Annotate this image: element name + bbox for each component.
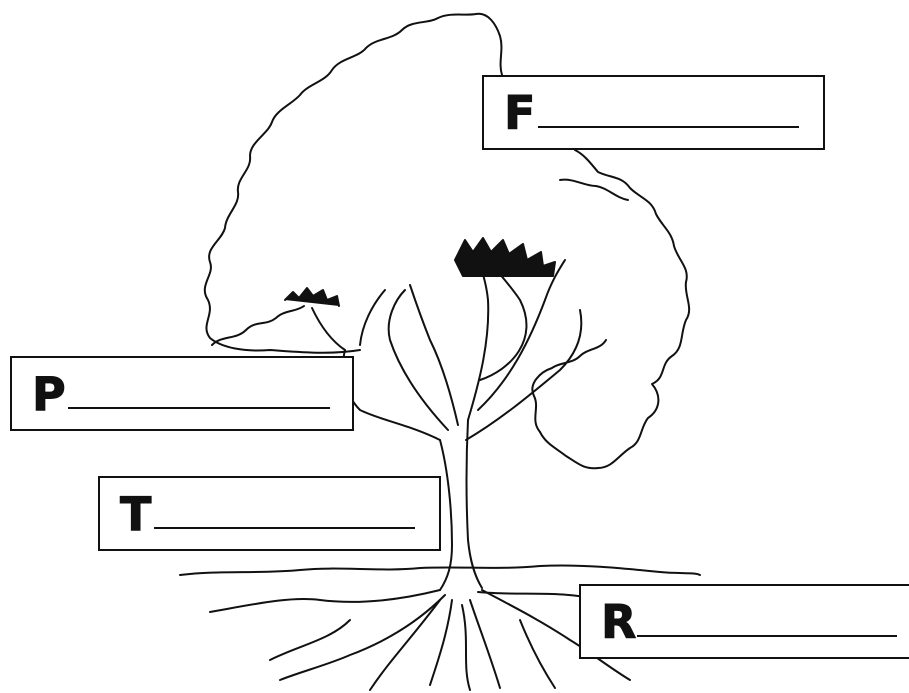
branch-left-2 xyxy=(387,289,449,431)
trunk-right xyxy=(465,419,483,589)
root-9 xyxy=(269,619,351,661)
branch-right-2 xyxy=(477,259,566,411)
answer-line-f[interactable] xyxy=(538,126,799,128)
branch-right xyxy=(465,309,583,441)
foliage-left-lobe xyxy=(211,305,305,346)
trunk-left xyxy=(439,439,453,591)
label-box-foliage: F xyxy=(482,75,825,150)
root-4 xyxy=(469,599,501,689)
root-1 xyxy=(209,589,441,613)
label-box-trunk: T xyxy=(98,476,441,551)
ground-line xyxy=(179,564,701,576)
root-10 xyxy=(519,619,556,689)
answer-line-r[interactable] xyxy=(637,635,897,637)
label-box-branches: P xyxy=(10,356,354,431)
foliage-outline xyxy=(203,12,503,354)
tuft-center xyxy=(454,237,556,277)
branch-left-3 xyxy=(409,284,459,426)
branch-small-left-2 xyxy=(359,289,386,346)
branch-inner xyxy=(479,261,528,381)
label-letter-r: R xyxy=(600,594,637,649)
label-box-roots: R xyxy=(579,584,909,659)
foliage-inner-left xyxy=(531,339,607,433)
tuft-left xyxy=(284,287,340,307)
root-8 xyxy=(461,604,471,691)
root-3 xyxy=(429,599,453,686)
label-letter-f: F xyxy=(503,85,536,140)
branch-small-left xyxy=(311,307,346,351)
branch-left xyxy=(342,349,441,441)
foliage-inner-right xyxy=(559,178,629,201)
foliage-outline-right xyxy=(539,149,691,470)
label-letter-t: T xyxy=(119,486,152,541)
root-2 xyxy=(279,594,446,681)
root-7 xyxy=(369,599,441,691)
answer-line-p[interactable] xyxy=(68,407,330,409)
label-letter-p: P xyxy=(32,366,67,421)
answer-line-t[interactable] xyxy=(154,527,415,529)
root-5 xyxy=(481,589,631,681)
